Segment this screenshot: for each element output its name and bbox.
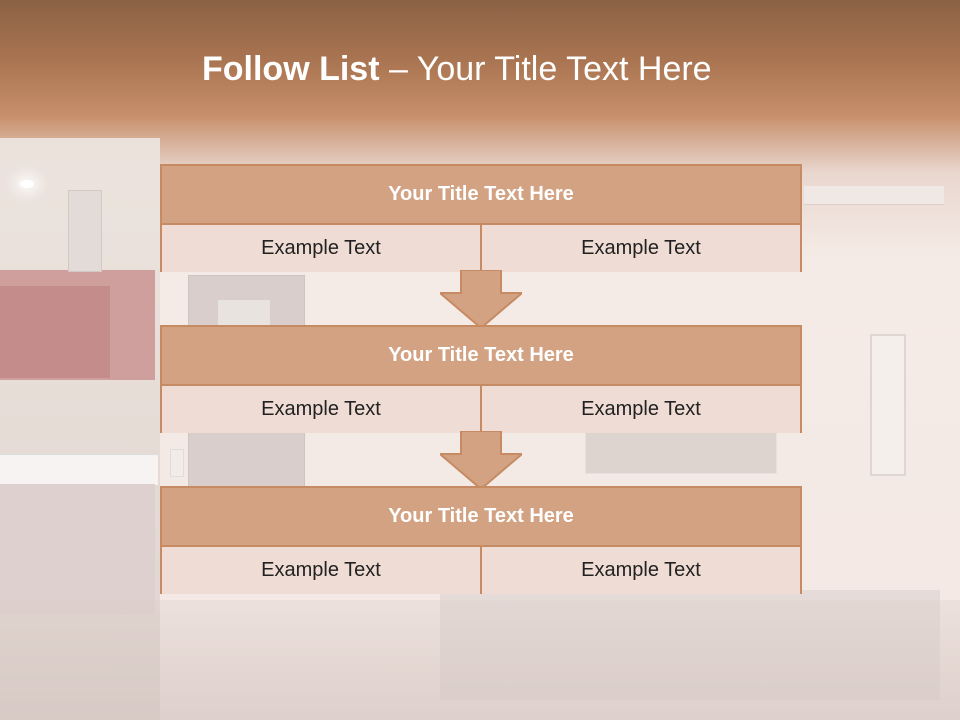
background-speaker <box>870 334 906 476</box>
follow-list-title-2: Your Title Text Here <box>162 327 800 386</box>
background-ceiling-light <box>20 180 34 188</box>
slide-title-rest: Your Title Text Here <box>416 50 712 88</box>
follow-list-title-1: Your Title Text Here <box>162 166 800 225</box>
follow-list-left-text-2: Example Text <box>162 386 482 433</box>
background-shelf <box>804 186 944 205</box>
follow-list-right-text-3: Example Text <box>482 547 800 594</box>
follow-list-right-text-2: Example Text <box>482 386 800 433</box>
follow-list-group-3: Your Title Text Here Example Text Exampl… <box>160 486 802 594</box>
follow-list-group-1: Your Title Text Here Example Text Exampl… <box>160 164 802 272</box>
background-tv-unit <box>585 430 777 474</box>
follow-list-left-text-1: Example Text <box>162 225 482 272</box>
follow-list-title-3: Your Title Text Here <box>162 488 800 547</box>
slide-title-strong: Follow List <box>202 50 380 88</box>
follow-list-left-text-3: Example Text <box>162 547 482 594</box>
background-vent <box>218 300 270 328</box>
follow-list-group-2: Your Title Text Here Example Text Exampl… <box>160 325 802 433</box>
background-floor <box>0 600 960 720</box>
down-arrow-icon <box>440 270 522 328</box>
down-arrow-icon <box>440 431 522 489</box>
background-countertop <box>0 454 158 485</box>
follow-list-diagram: Your Title Text Here Example Text Exampl… <box>160 164 802 594</box>
follow-list-right-text-1: Example Text <box>482 225 800 272</box>
background-range-hood <box>68 190 102 272</box>
slide-title: Follow List – Your Title Text Here <box>0 50 960 89</box>
background-lower-cabinet <box>0 484 155 614</box>
background-switch-panel <box>170 449 184 477</box>
slide-title-separator: – <box>389 50 408 88</box>
background-cabinet-door <box>0 286 110 378</box>
